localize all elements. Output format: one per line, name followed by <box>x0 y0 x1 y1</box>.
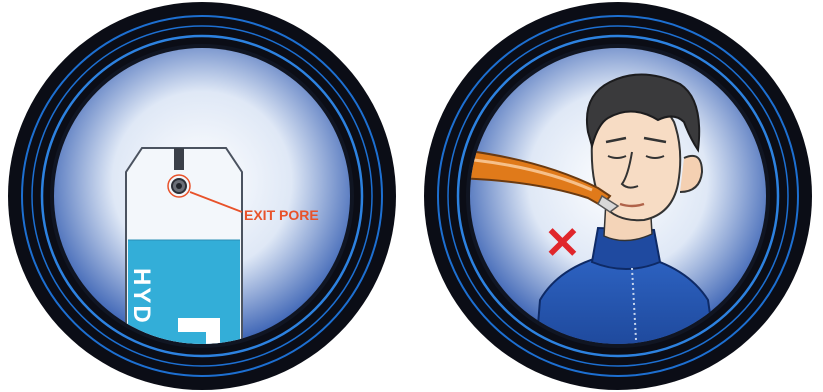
lens-frame-right: ✕ <box>422 0 814 392</box>
incorrect-cross-icon: ✕ <box>544 219 581 268</box>
incorrect-use-illustration: ✕ <box>422 0 814 392</box>
device-brand-text: HYD <box>128 268 155 325</box>
lens-frame-left: HYD EXIT PORE <box>6 0 398 392</box>
exit-pore-illustration: HYD EXIT PORE <box>6 0 398 392</box>
exit-pore-label: EXIT PORE <box>244 207 319 223</box>
